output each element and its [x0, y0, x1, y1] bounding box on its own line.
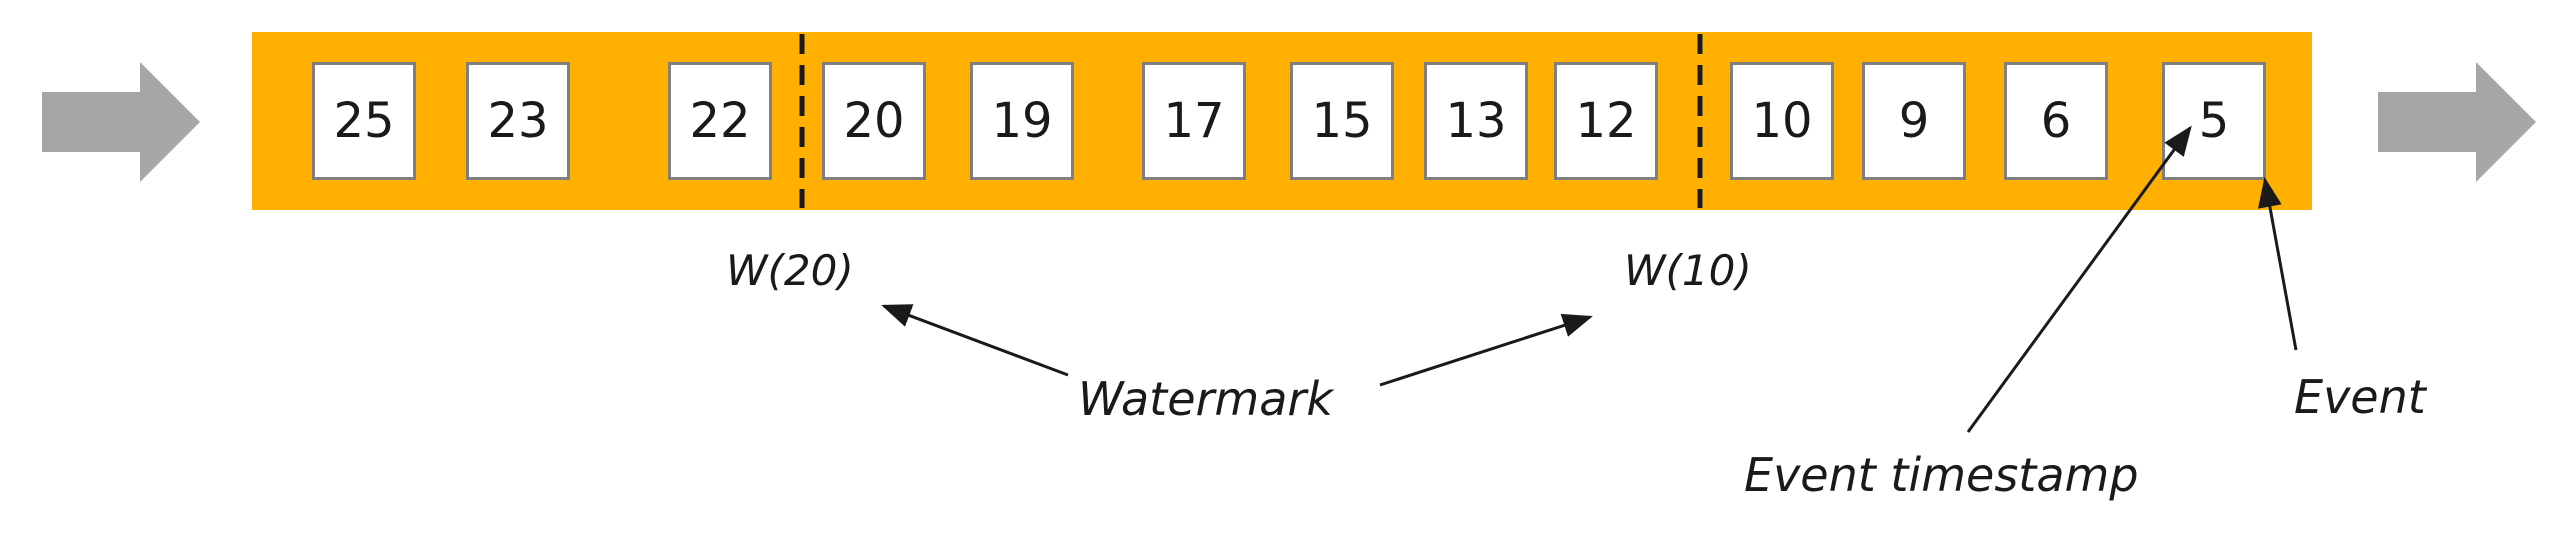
flow-in-arrow-icon [42, 62, 200, 182]
event-box: 22 [668, 62, 772, 180]
event-box: 23 [466, 62, 570, 180]
event-box: 17 [1142, 62, 1246, 180]
event-box: 15 [1290, 62, 1394, 180]
event-box: 6 [2004, 62, 2108, 180]
event-box: 9 [1862, 62, 1966, 180]
event-caption: Event [2294, 370, 2426, 424]
event-box: 19 [970, 62, 1074, 180]
event-box: 5 [2162, 62, 2266, 180]
watermark-pointer-right [1379, 313, 1593, 387]
watermark-pointer-left [881, 304, 1069, 377]
event-timestamp-caption: Event timestamp [1744, 448, 2139, 502]
event-timestamp-pointer [1966, 125, 2192, 433]
event-box: 10 [1730, 62, 1834, 180]
flow-out-arrow-icon [2378, 62, 2536, 182]
event-box: 25 [312, 62, 416, 180]
event-stream-band [252, 32, 2312, 210]
event-box: 13 [1424, 62, 1528, 180]
event-pointer [2258, 177, 2298, 351]
watermark-caption: Watermark [1078, 372, 1333, 426]
event-box: 20 [822, 62, 926, 180]
watermark-w10-label: W(10) [1624, 246, 1752, 295]
event-box: 12 [1554, 62, 1658, 180]
watermark-w20-label: W(20) [726, 246, 854, 295]
